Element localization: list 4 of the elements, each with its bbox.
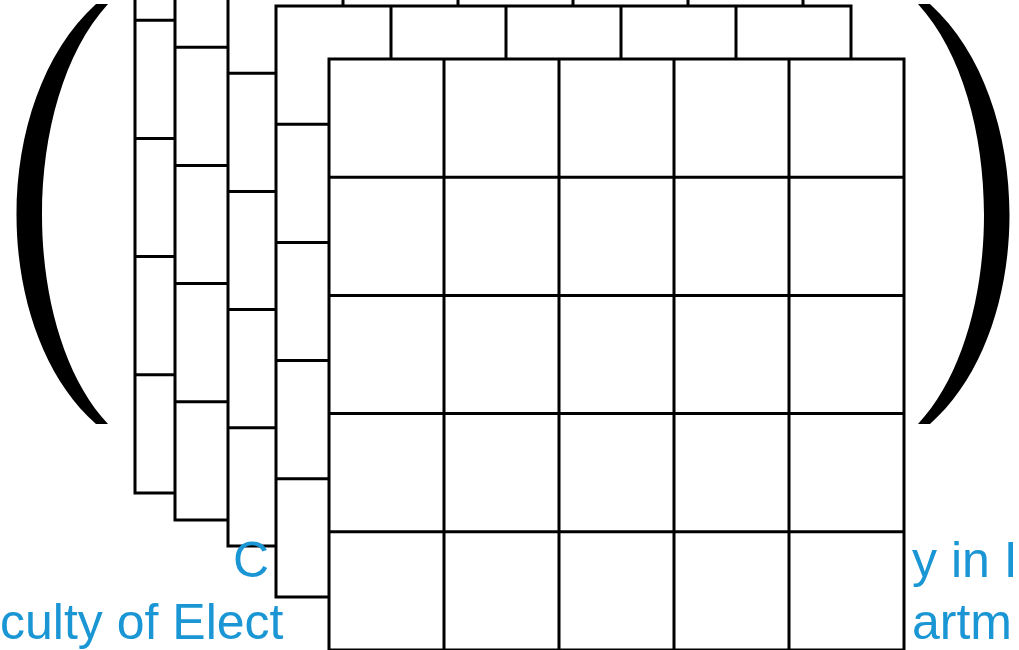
text-fragment: y in I xyxy=(912,532,1018,588)
text-fragment: culty of Elect xyxy=(0,594,284,650)
text-fragment: artm xyxy=(912,594,1012,650)
text-fragment: C xyxy=(233,532,270,588)
